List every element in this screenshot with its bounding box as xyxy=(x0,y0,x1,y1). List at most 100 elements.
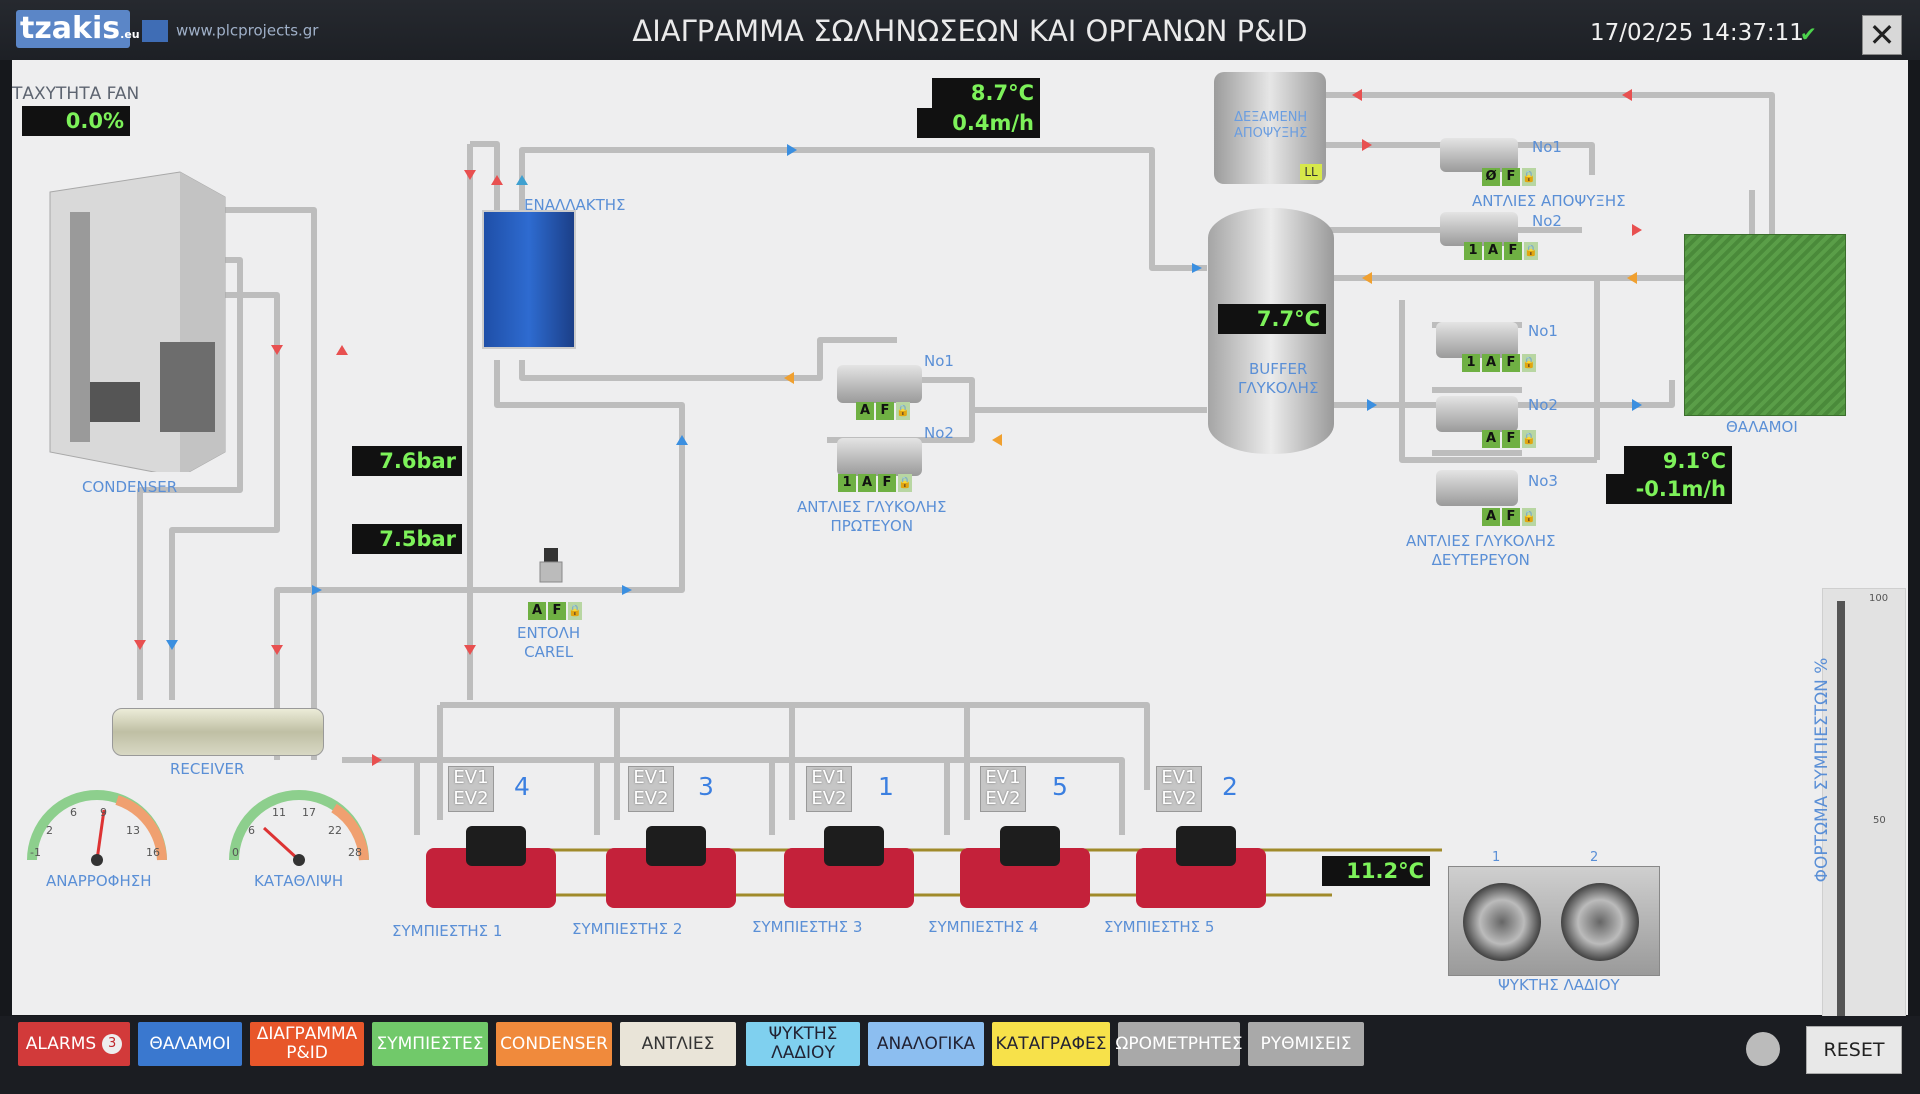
return-flow-value: -0.1m/h xyxy=(1606,474,1732,504)
compressor-2[interactable] xyxy=(596,818,744,918)
settings-nav-button[interactable]: ΡΥΘΜΙΣΕΙΣ xyxy=(1248,1022,1364,1066)
reset-button[interactable]: RESET xyxy=(1806,1026,1902,1074)
compressor-4[interactable] xyxy=(950,818,1098,918)
condenser-nav-button[interactable]: CONDENSER xyxy=(496,1022,612,1066)
piping-svg xyxy=(107,89,1775,897)
discharge-gauge: 0 6 11 17 22 28 xyxy=(224,788,374,868)
lock-icon: 🔒 xyxy=(896,402,910,420)
secondary-pump-2[interactable] xyxy=(1436,396,1518,432)
close-icon: ✕ xyxy=(1868,16,1896,54)
compressor-5[interactable] xyxy=(1126,818,1274,918)
compressor-2-order: 3 xyxy=(698,772,714,801)
lock-icon: 🔒 xyxy=(1522,508,1536,526)
primary-pump-1[interactable] xyxy=(837,365,922,403)
run-flag: 1 xyxy=(1464,242,1482,260)
discharge-tick: 22 xyxy=(328,824,342,837)
fan-speed-label: ΤΑΧΥΤΗΤΑ FAN xyxy=(12,84,140,104)
compressor-1[interactable] xyxy=(416,818,564,918)
discharge-tick: 11 xyxy=(272,806,286,819)
compressor-3[interactable] xyxy=(774,818,922,918)
compressor-graphic xyxy=(606,826,736,908)
suction-tick: -1 xyxy=(30,846,41,859)
condenser-label: CONDENSER xyxy=(82,478,178,496)
oil-cooler-label: ΨΥΚΤΗΣ ΛΑΔΙΟΥ xyxy=(1498,976,1620,994)
fault-flag: F xyxy=(1502,430,1520,448)
receiver-label: RECEIVER xyxy=(170,760,245,778)
logs-nav-button[interactable]: ΚΑΤΑΓΡΑΦΕΣ xyxy=(992,1022,1110,1066)
lock-icon: 🔒 xyxy=(1522,168,1536,186)
oil-fan-2-number: 2 xyxy=(1590,850,1599,865)
brand-logo: tzakis.eu xyxy=(16,10,140,48)
rooms-label: ΘΑΛΑΜΟΙ xyxy=(1726,418,1798,436)
defrost-pump-1-name: No1 xyxy=(1532,138,1562,156)
lock-icon: 🔒 xyxy=(1524,242,1538,260)
run-flag: 1 xyxy=(1462,354,1480,372)
check-icon: ✔ xyxy=(1800,22,1817,46)
rooms-nav-button[interactable]: ΘΑΛΑΜΟΙ xyxy=(138,1022,242,1066)
secondary-pump-3[interactable] xyxy=(1436,470,1518,506)
fault-flag: F xyxy=(1502,354,1520,372)
fault-flag: F xyxy=(876,402,894,420)
disabled-flag: Ø xyxy=(1482,168,1500,186)
load-mid-tick: 50 xyxy=(1873,815,1886,826)
fault-flag: F xyxy=(548,602,566,620)
hour-meters-nav-button[interactable]: ΩΡΟΜΕΤΡΗΤΕΣ xyxy=(1115,1022,1243,1066)
pressure-high-value: 7.6bar xyxy=(352,446,462,476)
lock-icon: 🔒 xyxy=(1522,354,1536,372)
page-title: ΔΙΑΓΡΑΜΜΑ ΣΩΛΗΝΩΣΕΩΝ ΚΑΙ ΟΡΓΑΝΩΝ P&ID xyxy=(632,14,1308,48)
user-avatar-icon[interactable] xyxy=(1746,1032,1780,1066)
secondary-pump-1-name: No1 xyxy=(1528,322,1558,340)
rooms-block[interactable] xyxy=(1684,234,1846,416)
website-link[interactable]: www.plcprojects.gr xyxy=(142,20,318,42)
condenser-unit[interactable] xyxy=(30,152,235,478)
load-max-tick: 100 xyxy=(1869,593,1889,604)
tank-level-indicator: LL xyxy=(1300,164,1322,180)
supply-flow-value: 0.4m/h xyxy=(917,108,1040,138)
compressor-graphic xyxy=(1136,826,1266,908)
exchanger-label: ΕΝΑΛΛΑΚΤΗΣ xyxy=(524,196,626,214)
suction-tick: 9 xyxy=(100,806,107,819)
lock-icon: 🔒 xyxy=(898,474,912,492)
auto-flag: A xyxy=(856,402,874,420)
defrost-pump-1[interactable] xyxy=(1440,138,1518,172)
analog-nav-button[interactable]: ΑΝΑΛΟΓΙΚΑ xyxy=(868,1022,984,1066)
datetime: 17/02/25 14:37:11 xyxy=(1590,20,1804,46)
flow-arrows xyxy=(134,89,1642,766)
compressors-nav-button[interactable]: ΣΥΜΠΙΕΣΤΕΣ xyxy=(372,1022,488,1066)
fault-flag: F xyxy=(878,474,896,492)
load-bar-track xyxy=(1837,601,1845,1041)
primary-pump-2[interactable] xyxy=(837,438,922,476)
receiver-tank[interactable] xyxy=(112,708,324,756)
discharge-tick: 17 xyxy=(302,806,316,819)
close-button[interactable]: ✕ xyxy=(1862,15,1902,55)
compressor-1-label: ΣΥΜΠΙΕΣΤΗΣ 1 xyxy=(392,922,503,940)
primary-pump-2-name: No2 xyxy=(924,424,954,442)
valve-icon xyxy=(539,548,563,583)
suction-label: ΑΝΑΡΡΟΦΗΣΗ xyxy=(46,872,152,890)
secondary-pump-1[interactable] xyxy=(1436,322,1518,358)
defrost-pump-2[interactable] xyxy=(1440,212,1518,246)
compressor-graphic xyxy=(960,826,1090,908)
gauge-dial xyxy=(229,790,369,866)
oil-cooler-unit[interactable] xyxy=(1448,866,1660,976)
pumps-nav-button[interactable]: ΑΝΤΛΙΕΣ xyxy=(620,1022,736,1066)
fault-flag: F xyxy=(1502,168,1520,186)
heat-exchanger[interactable] xyxy=(482,210,576,349)
carel-valve[interactable] xyxy=(536,548,566,588)
